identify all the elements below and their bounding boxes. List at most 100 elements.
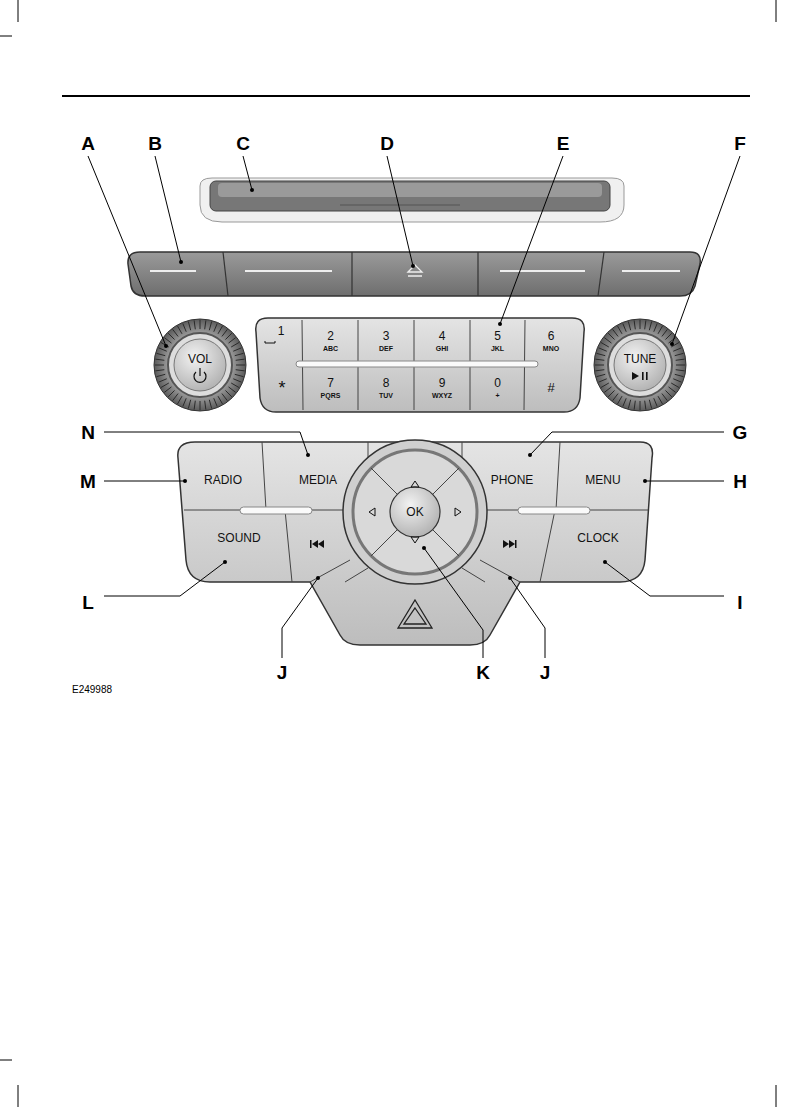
knurl-tick (183, 398, 186, 406)
callout-letter: M (80, 472, 96, 491)
knurl-tick (613, 394, 618, 401)
button-label: PHONE (491, 474, 534, 487)
knurl-tick (161, 383, 169, 388)
knurl-tick (601, 343, 609, 348)
button-label: 8 (383, 377, 390, 390)
knurl-tick (157, 353, 166, 355)
keypad-key: 7PQRS (304, 370, 357, 406)
knurl-tick (225, 333, 231, 339)
knurl-tick (200, 320, 201, 329)
knurl-tick (634, 320, 635, 329)
knurl-tick (194, 401, 195, 410)
knurl-tick (168, 390, 174, 396)
knurl-tick (178, 396, 183, 404)
key-letters: WXYZ (432, 392, 452, 399)
knurl-tick (662, 394, 667, 401)
callout-letter: D (380, 134, 394, 153)
callout-letter: F (734, 134, 746, 153)
knurl-tick (173, 394, 178, 401)
callout-letter: E (557, 134, 570, 153)
knurl-tick (623, 323, 626, 331)
knurl-tick (236, 365, 245, 366)
button-label: 1 (278, 325, 285, 338)
knurl-tick (214, 323, 217, 331)
key-letters: ABC (323, 345, 338, 352)
key-letters: DEF (379, 345, 393, 352)
knurl-tick (675, 353, 684, 355)
ok-button: OK (395, 500, 435, 524)
keypad-key: 2ABC (304, 324, 357, 358)
keypad-key: 4GHI (415, 324, 469, 358)
knurl-tick (225, 390, 231, 396)
knurl-tick (236, 359, 245, 360)
knurl-tick (229, 387, 236, 392)
figure-id: E249988 (72, 685, 112, 695)
button-label: SOUND (217, 532, 260, 545)
knurl-tick (183, 323, 186, 331)
knurl-tick (618, 326, 623, 334)
knurl-tick (649, 322, 651, 331)
knurl-tick (671, 383, 679, 388)
button-label: OK (406, 506, 423, 519)
knurl-tick (676, 365, 685, 366)
knurl-tick (623, 398, 626, 406)
knurl-tick (618, 396, 623, 404)
button-label: 9 (439, 377, 446, 390)
knurl-tick (218, 396, 223, 404)
knurl-tick (158, 379, 166, 382)
button-label: TUNE (624, 353, 657, 366)
key-letters: + (495, 392, 499, 399)
keypad-key: 9WXYZ (415, 370, 469, 406)
knurl-tick (205, 401, 206, 410)
knurl-tick (613, 329, 618, 336)
knurl-tick (155, 365, 164, 366)
knurl-tick (604, 338, 611, 343)
button-label: 3 (383, 330, 390, 343)
keypad-key: 0+ (471, 370, 524, 406)
knurl-tick (595, 359, 604, 360)
knurl-tick (233, 348, 241, 351)
knurl-tick (675, 374, 684, 376)
knurl-tick (640, 320, 641, 329)
knurl-tick (595, 365, 604, 366)
knurl-tick (673, 348, 681, 351)
knurl-tick (658, 326, 663, 334)
button-label: CLOCK (577, 532, 618, 545)
callout-letter: J (540, 663, 551, 682)
knurl-tick (601, 383, 609, 388)
button-label: # (547, 381, 554, 395)
keypad-key: 1 (262, 322, 300, 340)
knurl-tick (669, 387, 676, 392)
callout-letter: G (733, 423, 748, 442)
knurl-tick (188, 322, 190, 331)
button-label: 4 (439, 330, 446, 343)
knurl-tick (233, 379, 241, 382)
button-label: 2 (327, 330, 334, 343)
button-label: MENU (585, 474, 620, 487)
button-label: * (278, 379, 285, 398)
knurl-tick (173, 329, 178, 336)
knurl-tick (649, 400, 651, 409)
button-label: 0 (494, 377, 501, 390)
knurl-tick (665, 390, 671, 396)
knurl-tick (209, 322, 211, 331)
knurl-tick (654, 323, 657, 331)
knurl-tick (178, 326, 183, 334)
knurl-tick (158, 348, 166, 351)
knurl-tick (214, 398, 217, 406)
knurl-tick (595, 370, 604, 371)
knurl-tick (645, 401, 646, 410)
knurl-tick (205, 320, 206, 329)
knurl-tick (236, 370, 245, 371)
callout-letter: H (733, 472, 747, 491)
knurl-tick (231, 343, 239, 348)
keypad-key: * (262, 370, 302, 406)
key-letters: MNO (543, 345, 559, 352)
knurl-tick (155, 359, 164, 360)
knurl-tick (658, 396, 663, 404)
tune-knob: TUNE (614, 350, 666, 368)
knurl-tick (168, 333, 174, 339)
sound-button: SOUND (190, 522, 288, 554)
